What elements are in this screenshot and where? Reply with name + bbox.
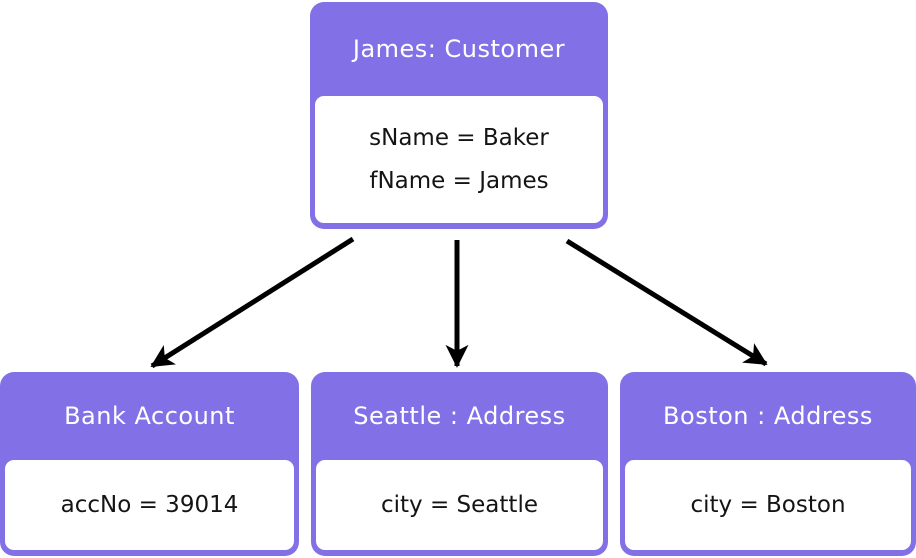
- object-boston-address-body: city = Boston: [625, 460, 911, 550]
- object-boston-address: Boston : Address city = Boston: [620, 372, 916, 556]
- attribute-city-seattle: city = Seattle: [381, 491, 538, 518]
- object-seattle-address-title: Seattle : Address: [353, 402, 566, 430]
- object-seattle-address: Seattle : Address city = Seattle: [311, 372, 608, 556]
- object-customer-body: sName = Baker fName = James: [315, 96, 603, 223]
- object-customer-header: James: Customer: [310, 2, 608, 96]
- attribute-sname: sName = Baker: [369, 125, 549, 152]
- object-customer: James: Customer sName = Baker fName = Ja…: [310, 2, 608, 229]
- arrow-customer-to-boston-address: [565, 238, 768, 367]
- object-bank-account-header: Bank Account: [0, 372, 299, 460]
- object-bank-account: Bank Account accNo = 39014: [0, 372, 299, 556]
- attribute-accno: accNo = 39014: [60, 491, 239, 518]
- object-seattle-address-header: Seattle : Address: [311, 372, 608, 460]
- attribute-city-boston: city = Boston: [690, 491, 846, 518]
- arrow-customer-to-bank-account: [150, 236, 355, 369]
- object-boston-address-header: Boston : Address: [620, 372, 916, 460]
- object-seattle-address-body: city = Seattle: [316, 460, 603, 550]
- attribute-fname: fName = James: [369, 167, 549, 194]
- object-bank-account-body: accNo = 39014: [5, 460, 294, 550]
- object-customer-title: James: Customer: [352, 35, 566, 63]
- object-boston-address-title: Boston : Address: [663, 402, 873, 430]
- object-bank-account-title: Bank Account: [64, 402, 235, 430]
